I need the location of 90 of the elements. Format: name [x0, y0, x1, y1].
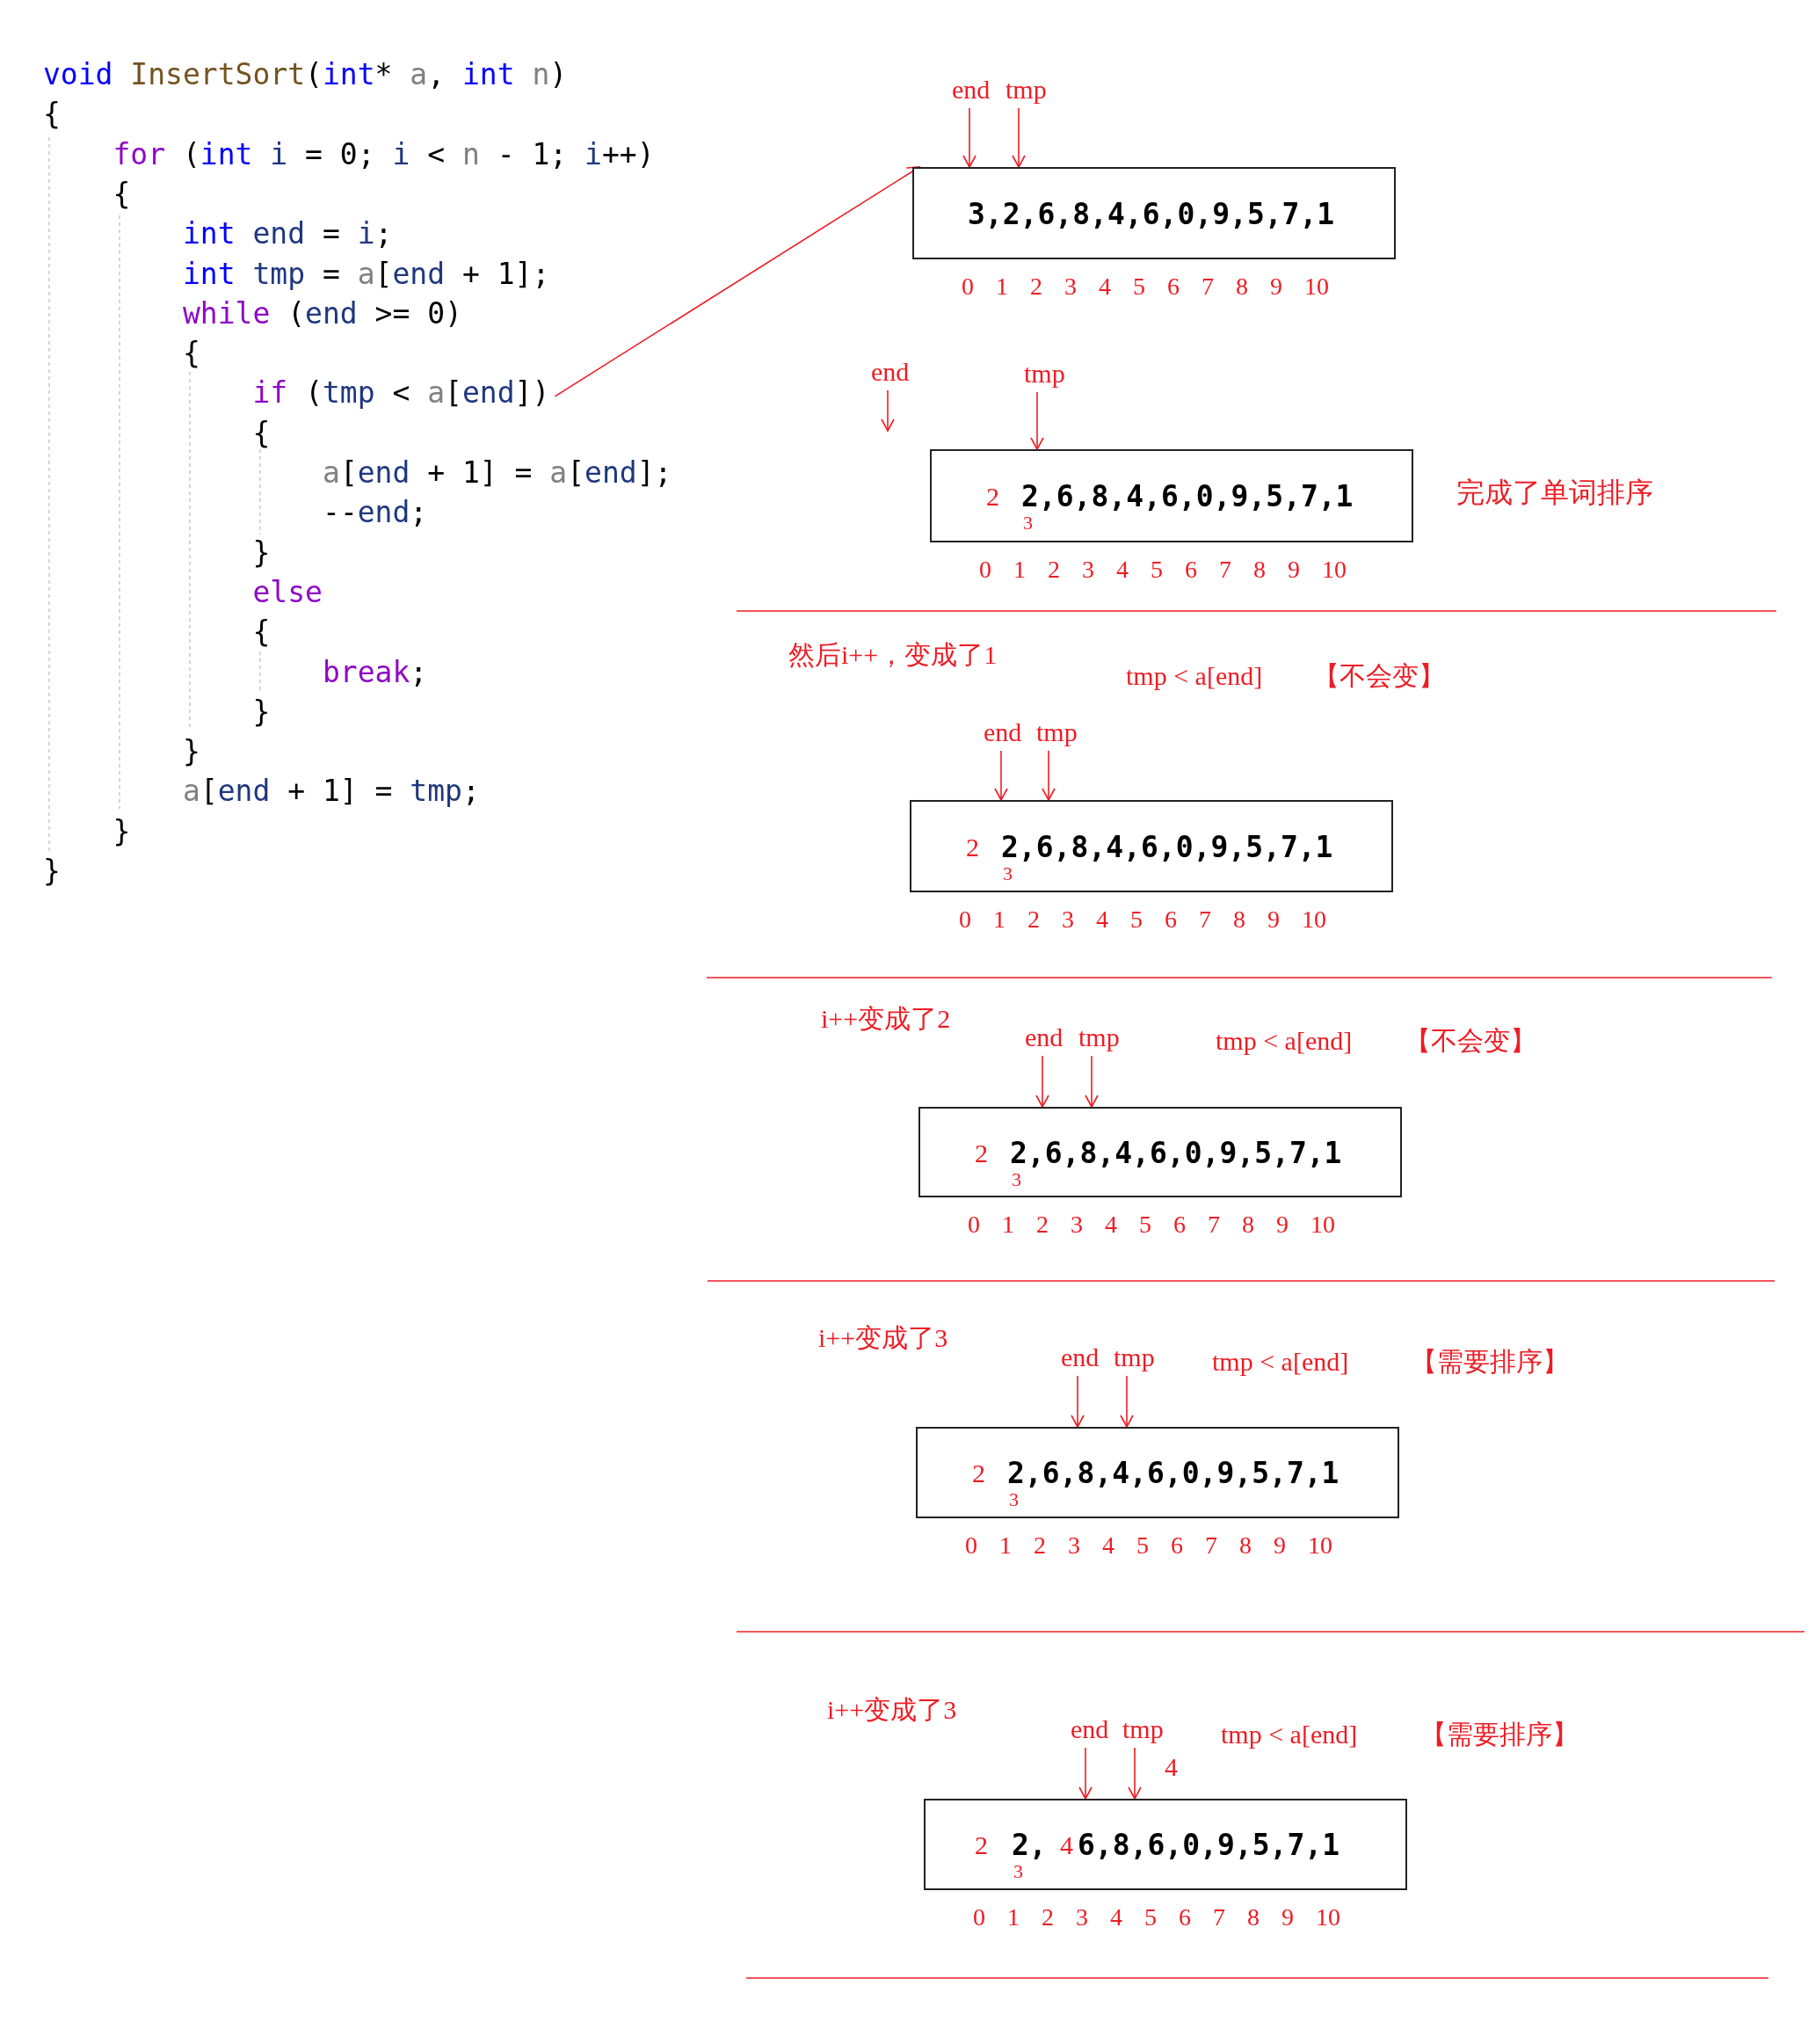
- code-line: a[end + 1] = tmp;: [183, 776, 480, 806]
- array-box: [930, 449, 1413, 542]
- status-note: 【需要排序】: [1420, 1721, 1579, 1748]
- step-note: 然后i++，变成了1: [788, 642, 998, 668]
- array-box: [910, 800, 1393, 892]
- annotation-number: 4: [1165, 1754, 1178, 1780]
- arrow: [1012, 107, 1026, 168]
- array-box: [916, 1427, 1399, 1518]
- array-box: [918, 1107, 1402, 1197]
- code-line: int tmp = a[end + 1];: [183, 258, 550, 288]
- code-line: }: [252, 537, 271, 567]
- code-line: a[end + 1] = a[end];: [323, 458, 672, 487]
- handwritten-digit: 3: [1012, 1169, 1021, 1189]
- pointer-label: end: [1061, 1344, 1100, 1371]
- index-row: 0 1 2 3 4 5 6 7 8 9 10: [965, 1533, 1332, 1558]
- arrow: [1042, 750, 1056, 801]
- arrow: [1035, 1055, 1049, 1108]
- pointer-label: tmp: [1078, 1024, 1120, 1051]
- pointer-label: end: [952, 76, 991, 103]
- code-line: }: [113, 816, 131, 846]
- note-text: 完成了单词排序: [1456, 478, 1653, 506]
- code-line: {: [252, 418, 271, 447]
- code-line: if (tmp < a[end]): [252, 378, 550, 408]
- arrow: [1120, 1375, 1134, 1428]
- index-row: 0 1 2 3 4 5 6 7 8 9 10: [962, 274, 1329, 299]
- code-line: {: [43, 99, 61, 129]
- arrow: [1128, 1747, 1142, 1800]
- handwritten-digit: 3: [1009, 1490, 1019, 1509]
- pointer-label: end: [1071, 1716, 1109, 1742]
- code-line: --end;: [323, 498, 428, 527]
- array-values: 6,8,6,0,9,5,7,1: [1078, 1830, 1339, 1859]
- code-line: }: [43, 856, 61, 885]
- handwritten-digit: 2: [972, 1460, 985, 1487]
- arrow: [962, 107, 976, 168]
- array-values: 3,2,6,8,4,6,0,9,5,7,1: [968, 199, 1335, 229]
- status-note: 【需要排序】: [1411, 1349, 1569, 1375]
- condition-text: tmp < a[end]: [1216, 1028, 1353, 1054]
- pointer-label: tmp: [1122, 1716, 1164, 1742]
- condition-text: tmp < a[end]: [1212, 1349, 1349, 1375]
- step-note: i++变成了3: [818, 1325, 948, 1351]
- index-row: 0 1 2 3 4 5 6 7 8 9 10: [973, 1905, 1340, 1930]
- handwritten-digit: 2: [966, 833, 979, 861]
- code-line: while (end >= 0): [183, 298, 462, 328]
- array-values: 2,6,8,4,6,0,9,5,7,1: [1007, 1458, 1339, 1488]
- handwritten-digit: 2: [986, 484, 999, 510]
- handwritten-digit: 3: [1013, 1862, 1023, 1881]
- code-line: break;: [323, 657, 428, 687]
- code-line: {: [113, 178, 131, 208]
- index-row: 0 1 2 3 4 5 6 7 8 9 10: [968, 1212, 1335, 1237]
- arrow: [1030, 391, 1044, 450]
- pointer-label: end: [871, 359, 910, 385]
- pointer-label: end: [984, 719, 1022, 746]
- condition-text: tmp < a[end]: [1126, 663, 1263, 689]
- code-line: void InsertSort(int* a, int n): [43, 60, 568, 89]
- handwritten-digit: 4: [1060, 1832, 1073, 1859]
- index-row: 0 1 2 3 4 5 6 7 8 9 10: [979, 557, 1347, 582]
- arrow: [1071, 1375, 1085, 1428]
- handwritten-digit: 3: [1023, 513, 1033, 533]
- condition-text: tmp < a[end]: [1221, 1721, 1358, 1748]
- arrow: [1078, 1747, 1093, 1800]
- array-values: 2,: [1012, 1830, 1047, 1859]
- handwritten-digit: 2: [975, 1139, 988, 1167]
- pointer-label: end: [1025, 1024, 1064, 1051]
- array-box: [924, 1799, 1407, 1890]
- pointer-label: tmp: [1006, 76, 1047, 103]
- array-box: [912, 167, 1396, 259]
- code-line: else: [252, 577, 323, 607]
- step-note: i++变成了3: [827, 1697, 957, 1723]
- arrow: [554, 166, 920, 397]
- code-line: int end = i;: [183, 219, 393, 249]
- code-line: for (int i = 0; i < n - 1; i++): [113, 139, 655, 169]
- arrow: [1085, 1055, 1099, 1108]
- index-row: 0 1 2 3 4 5 6 7 8 9 10: [959, 907, 1326, 932]
- status-note: 【不会变】: [1313, 663, 1445, 689]
- code-line: }: [252, 696, 271, 726]
- code-line: {: [183, 338, 200, 368]
- step-note: i++变成了2: [821, 1006, 951, 1032]
- handwritten-digit: 3: [1003, 863, 1013, 884]
- arrow: [881, 389, 895, 432]
- array-values: 2,6,8,4,6,0,9,5,7,1: [1021, 482, 1354, 511]
- code-line: }: [183, 737, 200, 767]
- status-note: 【不会变】: [1405, 1028, 1536, 1054]
- pointer-label: tmp: [1114, 1344, 1155, 1371]
- pointer-label: tmp: [1024, 360, 1065, 387]
- array-values: 2,6,8,4,6,0,9,5,7,1: [1010, 1138, 1342, 1167]
- pointer-label: tmp: [1036, 719, 1078, 746]
- code-line: {: [252, 617, 271, 647]
- array-values: 2,6,8,4,6,0,9,5,7,1: [1001, 832, 1333, 862]
- handwritten-digit: 2: [975, 1832, 988, 1859]
- arrow: [994, 750, 1008, 801]
